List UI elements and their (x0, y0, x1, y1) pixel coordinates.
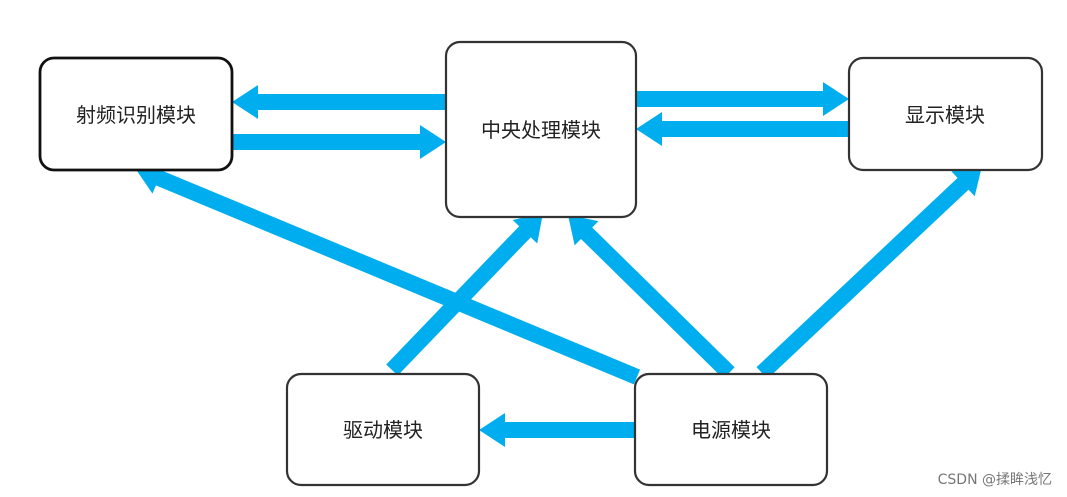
watermark-text: CSDN @揉眸浅忆 (938, 471, 1052, 488)
arrow-head (823, 82, 849, 116)
arrow-head (232, 85, 258, 119)
arrow-shaft (386, 225, 532, 376)
cpu-module-node: 中央处理模块 (444, 40, 638, 219)
driver-module-label: 驱动模块 (343, 418, 423, 442)
arrow-head (951, 166, 982, 197)
power-module-label: 电源模块 (691, 418, 771, 442)
arrow-display-to-cpu (636, 112, 849, 146)
arrow-head (512, 213, 543, 244)
arrow-power-to-driver (479, 413, 635, 447)
arrow-head (479, 413, 505, 447)
connection-arrows (135, 82, 982, 447)
arrow-rf-to-cpu (232, 125, 446, 159)
arrow-driver-to-cpu (386, 213, 543, 376)
rf-module-node: 射频识别模块 (38, 56, 234, 172)
arrow-head (420, 125, 446, 159)
arrow-cpu-to-rf (232, 85, 446, 119)
power-module-node: 电源模块 (633, 372, 829, 487)
arrow-shaft (756, 177, 970, 379)
display-module-node: 显示模块 (847, 56, 1044, 172)
display-module-label: 显示模块 (905, 103, 985, 127)
arrow-head (568, 215, 599, 246)
arrow-cpu-to-display (636, 82, 849, 116)
arrow-head (636, 112, 662, 146)
arrow-power-to-display (756, 166, 982, 379)
cpu-module-label: 中央处理模块 (481, 118, 601, 142)
rf-module-label: 射频识别模块 (76, 103, 196, 127)
arrow-power-to-cpu (568, 215, 735, 379)
arrow-shaft (580, 226, 735, 379)
arrow-shaft (155, 170, 641, 385)
driver-module-node: 驱动模块 (285, 372, 481, 487)
